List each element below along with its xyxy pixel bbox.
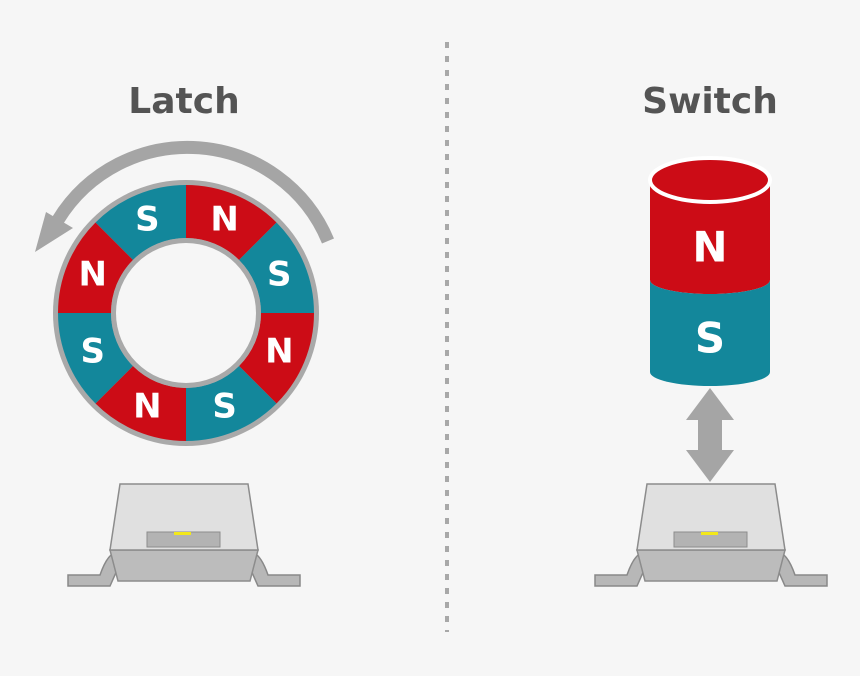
ring-segment-5: [186, 366, 277, 441]
bar-magnet-top: [648, 156, 772, 204]
ring-segment-label-8: N: [78, 254, 106, 294]
switch-panel: Switch N S: [594, 81, 828, 587]
switch-title: Switch: [642, 81, 778, 122]
bar-magnet-south-half: [650, 280, 770, 386]
latch-sensor-chip: [67, 483, 301, 587]
vertical-double-arrow-icon: [686, 388, 734, 482]
ring-segment-label-7: S: [80, 332, 105, 372]
ring-segment-6: [95, 366, 186, 441]
ring-segment-8: [58, 222, 133, 313]
hall-element: [701, 532, 718, 535]
hall-element: [174, 532, 191, 535]
switch-sensor-chip: [594, 483, 828, 587]
chip-base: [636, 549, 786, 582]
ring-segment-label-1: S: [135, 200, 160, 240]
bar-magnet-north-label: N: [692, 223, 727, 272]
ring-segment-2: [186, 185, 277, 260]
ring-segment-label-2: N: [210, 200, 238, 240]
chip-right-lead: [776, 551, 828, 587]
bar-magnet-south-label: S: [695, 314, 725, 363]
counterclockwise-arrow-icon: [35, 140, 334, 252]
ring-segment-1: [95, 185, 186, 260]
ring-segment-3: [239, 222, 314, 313]
ring-segment-label-4: N: [265, 332, 293, 372]
latch-title: Latch: [128, 81, 239, 122]
bar-magnet: N S: [648, 156, 772, 386]
chip-left-lead: [67, 551, 119, 587]
chip-right-lead: [249, 551, 301, 587]
bar-magnet-north-half: [650, 180, 770, 294]
ring-segment-4: [239, 313, 314, 404]
chip-left-lead: [594, 551, 646, 587]
ring-segment-7: [58, 313, 133, 404]
ring-segment-label-5: S: [212, 386, 237, 426]
ring-segment-label-6: N: [133, 386, 161, 426]
ring-segment-label-3: S: [267, 254, 292, 294]
ring-hole: [116, 243, 256, 383]
chip-base: [109, 549, 259, 582]
